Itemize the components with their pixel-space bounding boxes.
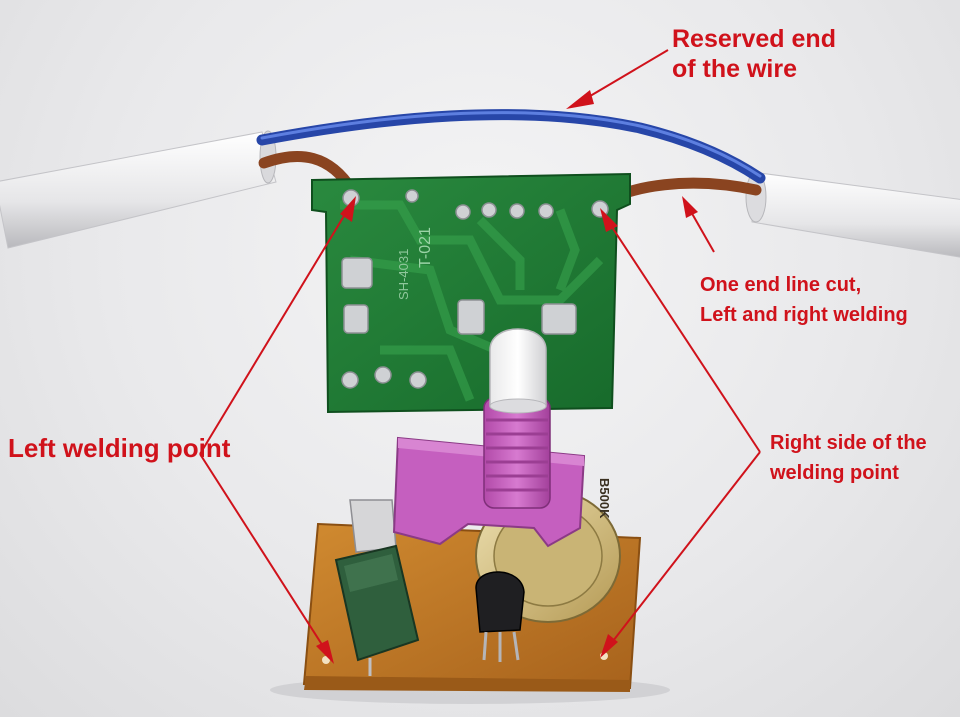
label-reserved-line1: Reserved end [672,25,836,53]
transistor [475,571,525,662]
knob-shaft [483,397,551,509]
label-reserved-wire-end: Reserved end of the wire [672,24,836,84]
right-cable [745,171,960,258]
label-left-welding-point: Left welding point [8,432,230,464]
capacitor [334,544,420,676]
label-line-cut: One end line cut, Left and right welding [700,270,908,330]
board-marking-t021: T-021 [417,227,434,268]
label-right-welding-point: Right side of the welding point [770,428,927,488]
left-cable [0,130,277,249]
white-knob [489,328,547,414]
label-right-line1: Right side of the [770,432,927,454]
annotation-arrows [199,49,761,664]
board-marking-side: SH-4031 [396,249,411,300]
label-left-text: Left welding point [8,433,231,463]
potentiometer-marking: B500K [597,478,612,519]
blue-wire [256,109,766,184]
label-right-line2: welding point [770,462,899,484]
label-line-cut-line2: Left and right welding [700,304,908,326]
top-pcb: T-021 SH-4031 [311,172,631,414]
label-line-cut-line1: One end line cut, [700,274,862,296]
label-reserved-line2: of the wire [672,55,798,83]
